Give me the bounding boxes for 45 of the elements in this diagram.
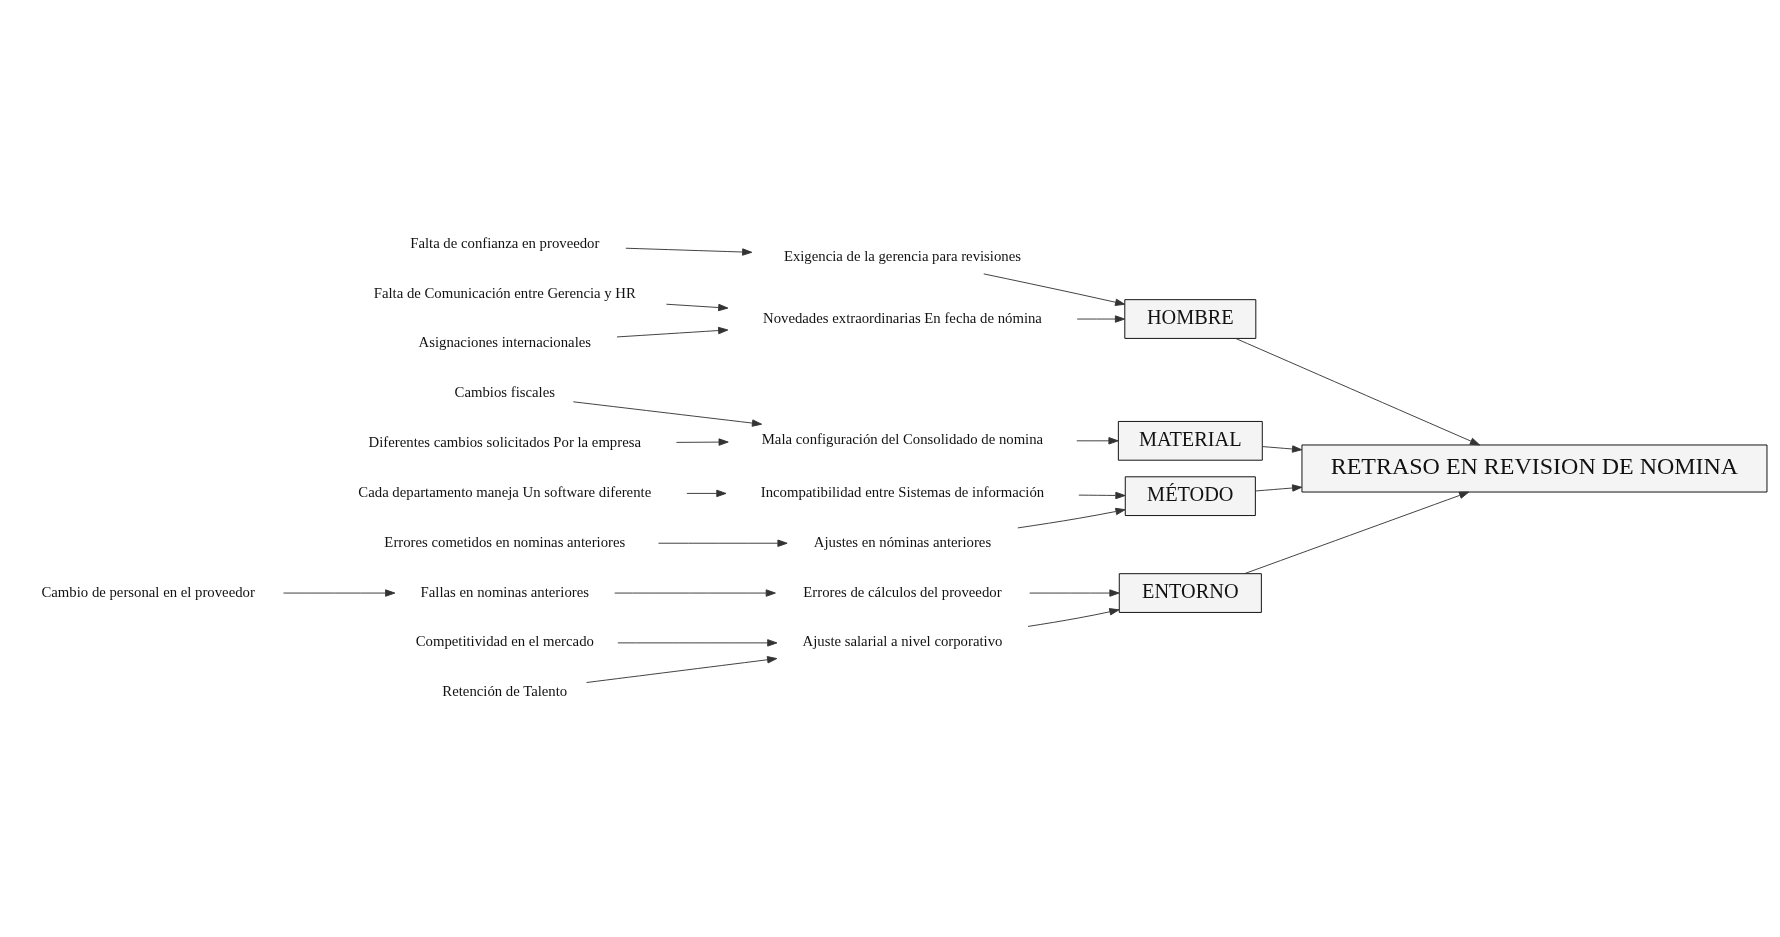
arrow bbox=[614, 589, 776, 597]
arrow bbox=[1029, 589, 1120, 597]
node-text: Competitividad en el mercado bbox=[415, 633, 594, 650]
node-text: Cambio de personal en el proveedor bbox=[41, 583, 255, 600]
node-text: Fallas en nominas anteriores bbox=[420, 583, 589, 600]
node-text: Asignaciones internacionales bbox=[418, 334, 592, 351]
node-box: MÉTODO bbox=[1124, 476, 1256, 516]
arrow bbox=[1076, 437, 1119, 445]
arrow bbox=[1017, 507, 1126, 529]
arrow bbox=[625, 247, 753, 256]
node-box: HOMBRE bbox=[1124, 299, 1257, 339]
node-text: Retención de Talento bbox=[442, 683, 568, 700]
node-text: Ajustes en nóminas anteriores bbox=[813, 533, 992, 550]
node-box: ENTORNO bbox=[1118, 573, 1262, 613]
arrow bbox=[283, 589, 396, 597]
node-text: Incompatibilidad entre Sistemas de información bbox=[760, 483, 1045, 500]
node-text: Cambios fiscales bbox=[454, 384, 555, 401]
node-text: Mala configuración del Consolidado de nomina bbox=[761, 431, 1044, 448]
arrow bbox=[658, 539, 788, 547]
arrow bbox=[1076, 315, 1126, 323]
arrow bbox=[1244, 491, 1470, 575]
arrow bbox=[1255, 484, 1303, 492]
node-text: Errores de cálculos del proveedor bbox=[803, 583, 1002, 600]
node-box: RETRASO EN REVISION DE NOMINA bbox=[1301, 444, 1768, 493]
arrow bbox=[665, 303, 729, 312]
node-text: Diferentes cambios solicitados Por la empresa bbox=[368, 434, 641, 451]
node-text: Falta de Comunicación entre Gerencia y HR bbox=[373, 284, 636, 301]
node-text: Ajuste salarial a nivel corporativo bbox=[802, 633, 1003, 650]
arrow bbox=[616, 326, 729, 338]
arrow bbox=[1235, 337, 1481, 446]
arrow bbox=[1027, 608, 1120, 627]
node-text: Falta de confianza en proveedor bbox=[410, 234, 600, 251]
arrow bbox=[983, 273, 1126, 306]
arrow bbox=[686, 489, 727, 498]
arrow bbox=[572, 401, 763, 427]
node-text: Exigencia de la gerencia para revisiones bbox=[783, 247, 1022, 264]
node-text: Cada departamento maneja Un software diferente bbox=[358, 483, 652, 500]
node-text: Errores cometidos en nominas anteriores bbox=[384, 533, 626, 550]
arrow bbox=[676, 438, 729, 446]
node-text: Novedades extraordinarias En fecha de nómina bbox=[763, 309, 1042, 326]
arrow bbox=[1262, 445, 1303, 453]
arrow bbox=[617, 639, 778, 647]
node-box: MATERIAL bbox=[1117, 421, 1263, 461]
arrow bbox=[586, 656, 778, 683]
arrow bbox=[1078, 491, 1126, 500]
